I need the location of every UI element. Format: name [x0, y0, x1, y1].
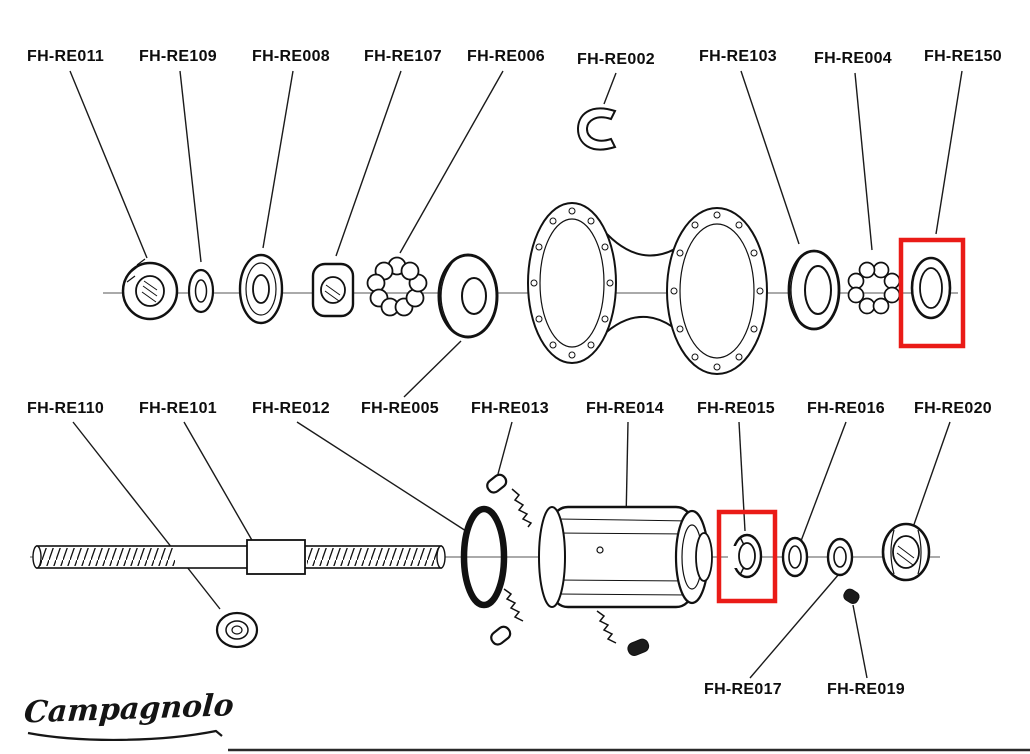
axle-nut-drawing [215, 611, 259, 649]
washer-small-drawing [187, 268, 215, 314]
bearing-cup-drawing [787, 249, 841, 331]
curved-washer-drawing [728, 533, 763, 579]
dust-cap-drawing [437, 253, 499, 339]
part-label-fh-re109: FH-RE109 [139, 48, 217, 65]
part-label-fh-re014: FH-RE014 [586, 400, 664, 417]
part-label-fh-re150: FH-RE150 [924, 48, 1002, 65]
part-label-fh-re012: FH-RE012 [252, 400, 330, 417]
c-clip-drawing [576, 107, 617, 151]
part-label-fh-re002: FH-RE002 [577, 51, 655, 68]
campagnolo-logo-text: Campagnolo [22, 688, 235, 731]
cone-nut-drawing [311, 262, 355, 318]
part-label-fh-re008: FH-RE008 [252, 48, 330, 65]
right-flange-spoke-holes [670, 211, 764, 371]
highlight-box-fh-re015 [716, 509, 778, 604]
part-label-fh-re011: FH-RE011 [27, 48, 105, 65]
o-ring-drawing [460, 505, 508, 609]
pawls-and-springs-drawing [486, 473, 650, 656]
part-label-fh-re107: FH-RE107 [364, 48, 442, 65]
part-label-fh-re016: FH-RE016 [807, 400, 885, 417]
locknut-drawing [121, 258, 179, 321]
washer-re016-drawing [781, 536, 809, 578]
leader-lines [69, 70, 963, 679]
part-label-fh-re004: FH-RE004 [814, 50, 892, 67]
hub-shell-drawing [527, 202, 768, 375]
part-label-fh-re103: FH-RE103 [699, 48, 777, 65]
part-label-fh-re101: FH-RE101 [139, 400, 217, 417]
highlight-boxes [716, 237, 966, 604]
part-label-fh-re017: FH-RE017 [704, 681, 782, 698]
campagnolo-logo: Campagnolo [23, 688, 235, 750]
highlight-box-fh-re150 [898, 237, 966, 349]
left-flange-spoke-holes [530, 207, 614, 359]
washer-re017-drawing [826, 537, 854, 577]
part-label-fh-re006: FH-RE006 [467, 48, 545, 65]
axle-drawing [32, 539, 446, 575]
ball-bearings-right-drawing [847, 261, 901, 315]
part-label-fh-re015: FH-RE015 [697, 400, 775, 417]
screw-drawing [843, 588, 860, 604]
logo-underline-swash [27, 729, 223, 741]
part-label-fh-re110: FH-RE110 [27, 400, 105, 417]
ball-bearings-left-drawing [366, 256, 428, 317]
washer-re150-drawing [910, 256, 952, 320]
part-label-fh-re013: FH-RE013 [471, 400, 549, 417]
cone-race-drawing [238, 253, 284, 325]
part-label-fh-re020: FH-RE020 [914, 400, 992, 417]
end-nut-drawing [881, 522, 931, 582]
part-label-fh-re019: FH-RE019 [827, 681, 905, 698]
part-label-fh-re005: FH-RE005 [361, 400, 439, 417]
freehub-body-drawing [538, 505, 713, 609]
